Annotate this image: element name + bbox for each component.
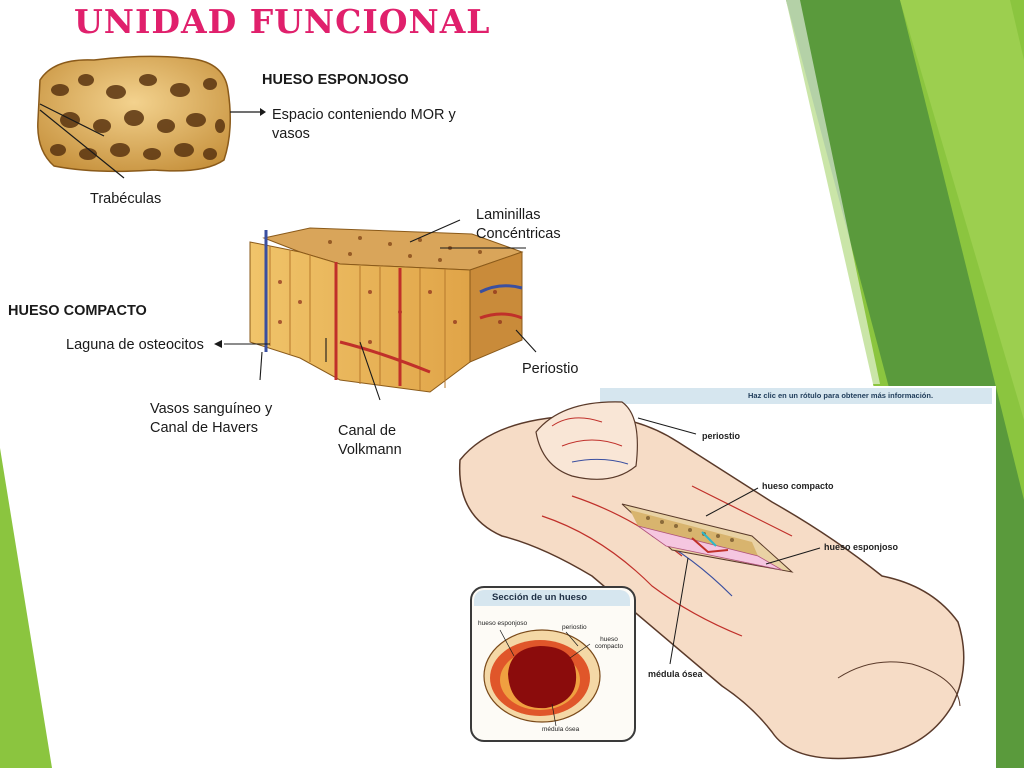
lacuna-label: Laguna de osteocitos	[66, 337, 204, 353]
section-compacto-label[interactable]: hueso compacto	[594, 636, 624, 650]
instruction-bar	[600, 388, 992, 404]
periosteum-label: Periostio	[522, 361, 579, 377]
vessels-havers-label: Vasos sanguíneo y Canal de Havers	[150, 401, 273, 436]
green-decoration-left	[0, 448, 52, 768]
bone-cross-section	[483, 629, 601, 727]
slide-title: UNIDAD FUNCIONAL	[74, 2, 491, 41]
volkmann-label: Canal de Volkmann	[338, 423, 402, 454]
periostio-label[interactable]: periostio	[702, 431, 741, 441]
lamellae-label: Laminillas Concéntricas	[476, 207, 561, 242]
spongy-space-label: Espacio conteniendo MOR y vasos	[272, 107, 456, 142]
spongy-bone-illustration	[37, 55, 266, 179]
compact-bone-illustration	[214, 219, 537, 401]
medula-osea-label[interactable]: médula ósea	[648, 669, 703, 679]
hueso-compacto-label[interactable]: hueso compacto	[762, 481, 834, 491]
bone-section-title-bar	[474, 590, 630, 606]
instruction-text: Haz clic en un rótulo para obtener más i…	[748, 391, 934, 400]
section-periostio-label[interactable]: periostio	[562, 624, 587, 631]
section-medula-label[interactable]: médula ósea	[542, 726, 580, 733]
section-esponjoso-label[interactable]: hueso esponjoso	[478, 620, 528, 627]
trabeculae-label: Trabéculas	[90, 191, 162, 207]
bone-section-title: Sección de un hueso	[492, 592, 588, 603]
spongy-bone-header: HUESO ESPONJOSO	[262, 72, 409, 88]
hueso-esponjoso-label[interactable]: hueso esponjoso	[824, 542, 899, 552]
long-bone-illustration	[458, 401, 965, 760]
compact-bone-header: HUESO COMPACTO	[8, 303, 147, 319]
